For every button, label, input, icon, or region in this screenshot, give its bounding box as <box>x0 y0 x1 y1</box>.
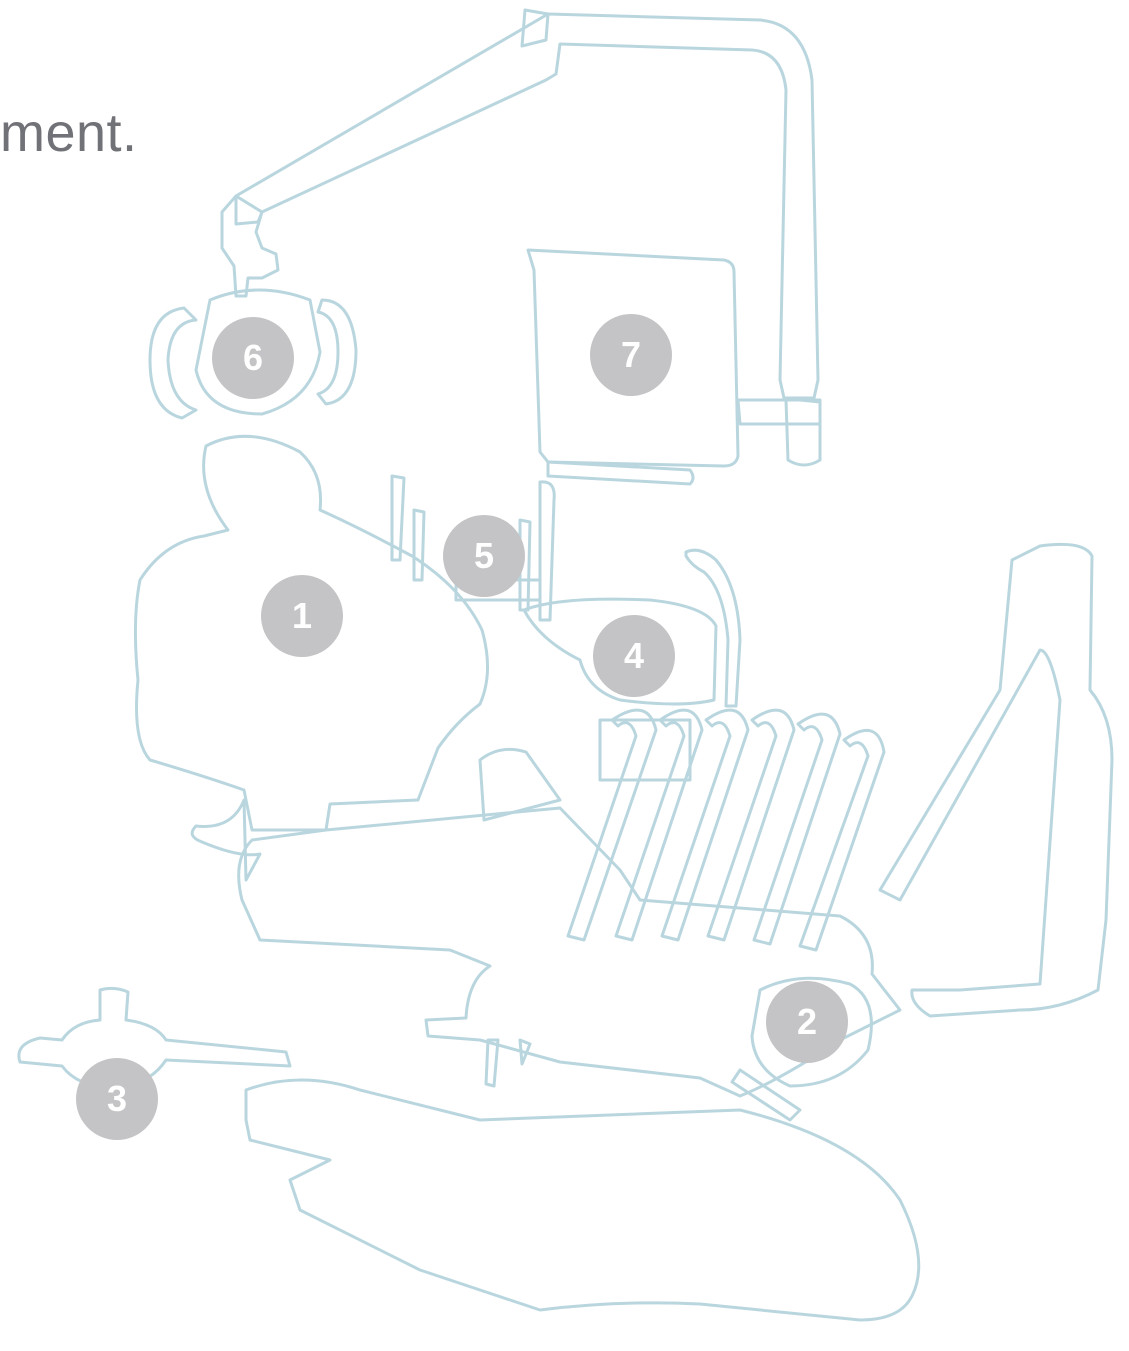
monitor-outline <box>526 248 822 486</box>
hotspot-5[interactable]: 5 <box>443 515 525 597</box>
foot-control-outline <box>730 976 873 1122</box>
hotspot-2[interactable]: 2 <box>766 981 848 1063</box>
caption-text: ment. <box>0 103 138 163</box>
chair-backrest-outline <box>133 434 490 882</box>
hotspot-1[interactable]: 1 <box>261 575 343 657</box>
operating-light-outline <box>148 288 358 420</box>
chair-seat-outline <box>237 708 902 1098</box>
hotspot-3[interactable]: 3 <box>76 1058 158 1140</box>
chair-base-outline <box>244 1038 921 1322</box>
assistant-arm-outline <box>878 542 1114 1018</box>
foot-pedal-outline <box>17 986 292 1089</box>
light-arm-outline <box>220 8 820 400</box>
hotspot-6[interactable]: 6 <box>212 317 294 399</box>
hotspot-7[interactable]: 7 <box>590 314 672 396</box>
hotspot-4[interactable]: 4 <box>593 615 675 697</box>
